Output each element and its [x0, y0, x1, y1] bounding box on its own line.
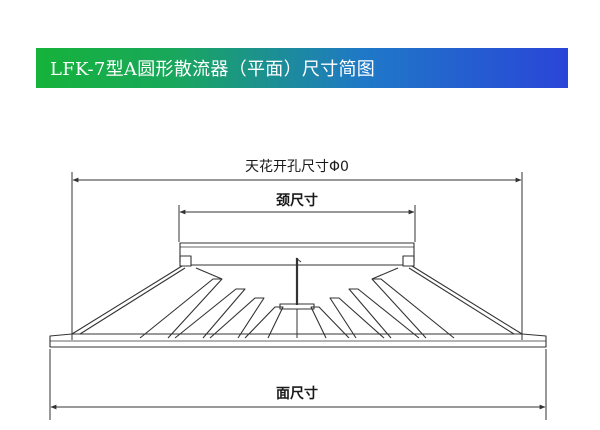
inner-cone-right-1 — [371, 278, 455, 339]
bottom-flange — [49, 333, 547, 348]
neck-label: 颈尺寸 — [275, 192, 318, 209]
face-dimension — [49, 349, 547, 420]
inner-cone-right-2 — [348, 288, 420, 339]
diffuser-body — [49, 242, 547, 348]
inner-cone-right-3 — [329, 297, 385, 339]
ceiling-opening-label: 天花开孔尺寸Φ0 — [245, 159, 349, 175]
center-plate — [279, 303, 315, 310]
inner-cone-left-4 — [244, 306, 284, 339]
inner-cone-left-2 — [174, 288, 246, 339]
clip-left — [179, 255, 192, 267]
diagram-title: LFK-7型A圆形散流器（平面）尺寸简图 — [50, 59, 376, 80]
inner-cone-left-1 — [139, 278, 223, 339]
face-label: 面尺寸 — [276, 385, 318, 402]
outer-cone-right — [411, 265, 523, 335]
title-banner: LFK-7型A圆形散流器（平面）尺寸简图 — [36, 48, 568, 88]
inner-cone-left-3 — [209, 297, 265, 339]
clip-right — [402, 255, 415, 267]
inner-cone-right-4 — [310, 306, 350, 339]
neck-collar — [179, 242, 415, 262]
ceiling-opening-dimension — [71, 172, 523, 340]
neck-dimension — [178, 205, 416, 242]
outer-cone-left — [71, 265, 183, 335]
